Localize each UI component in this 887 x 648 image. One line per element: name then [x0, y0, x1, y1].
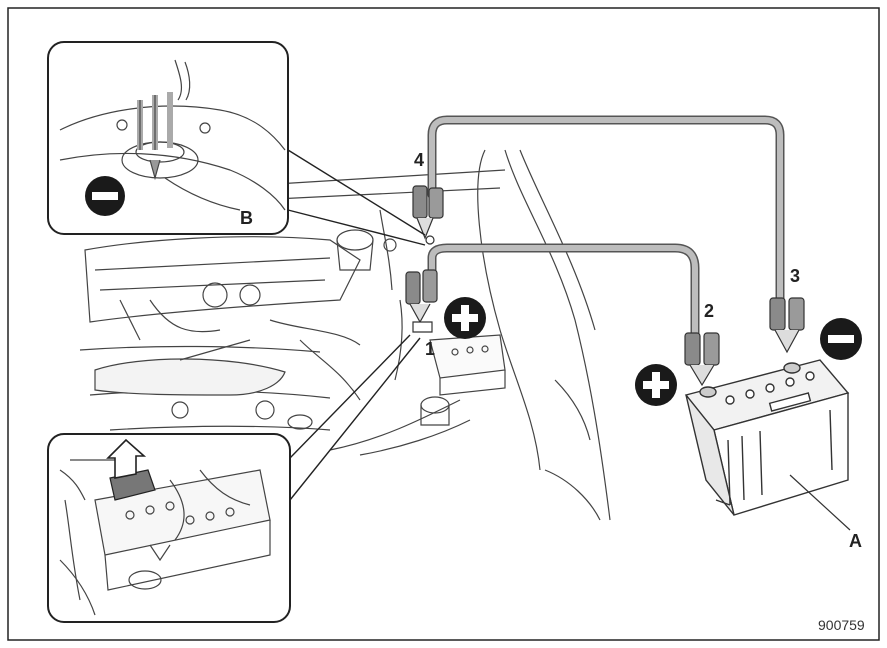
label-4: 4	[414, 150, 424, 170]
engine-bay	[79, 149, 611, 521]
minus-badge-inset-icon	[85, 176, 125, 216]
clamp-2	[684, 332, 720, 387]
label-a: A	[849, 531, 862, 551]
label-3: 3	[790, 266, 800, 286]
label-2: 2	[704, 301, 714, 321]
minus-badge-booster-icon	[820, 318, 862, 360]
leader-a	[789, 474, 851, 531]
lift-arrow-icon	[106, 438, 147, 479]
label-b: B	[240, 208, 253, 228]
clamp-3	[769, 297, 805, 354]
clamp-1	[405, 269, 438, 333]
booster-battery	[684, 359, 850, 516]
label-1: 1	[425, 339, 435, 359]
jumper-cables	[427, 115, 785, 340]
plus-badge-car-icon	[444, 297, 486, 339]
inset-bottom	[47, 334, 421, 623]
figure-code: 900759	[818, 617, 865, 633]
clamp-4	[412, 185, 444, 245]
plus-badge-booster-icon	[635, 364, 677, 406]
